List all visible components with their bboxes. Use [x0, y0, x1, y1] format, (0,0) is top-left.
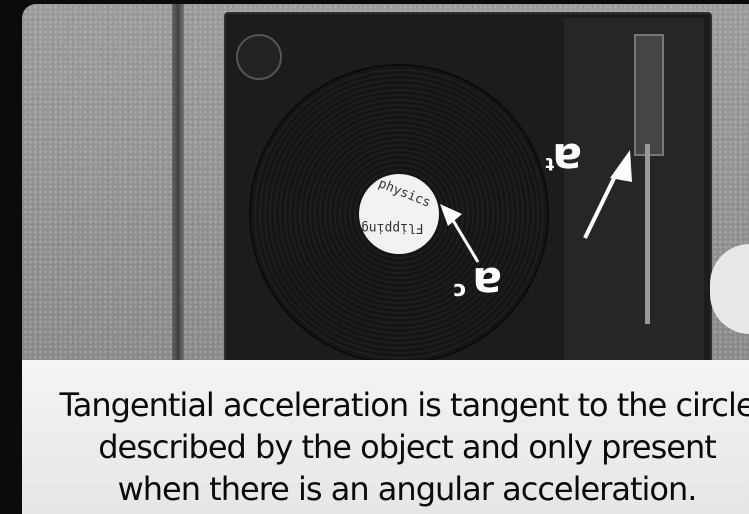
centripetal-arrow-head [440, 204, 462, 226]
caption: Tangential acceleration is tangent to th… [22, 384, 749, 510]
caption-bar [22, 360, 749, 514]
speed-knob [236, 34, 282, 80]
record-label: physics Flipping [359, 174, 439, 254]
vinyl-record: physics Flipping [251, 66, 547, 360]
tangential-arrow-line [583, 169, 620, 239]
turntable-photo: physics Flipping [22, 4, 749, 360]
caption-line-1: Tangential acceleration is tangent to th… [59, 386, 749, 424]
tangential-subscript: t [545, 153, 554, 174]
pavement-crack [172, 4, 184, 360]
tonearm-rod [645, 144, 650, 324]
tangential-symbol: a [552, 133, 582, 184]
tonearm-head [634, 34, 664, 156]
tangential-arrow-head [610, 150, 632, 182]
turntable: physics Flipping [224, 12, 712, 360]
caption-line-3: when there is an angular acceleration. [117, 470, 698, 508]
caption-line-2: described by the object and only present [98, 428, 717, 466]
centripetal-symbol: a [472, 257, 502, 308]
centripetal-subscript: c [453, 278, 466, 303]
